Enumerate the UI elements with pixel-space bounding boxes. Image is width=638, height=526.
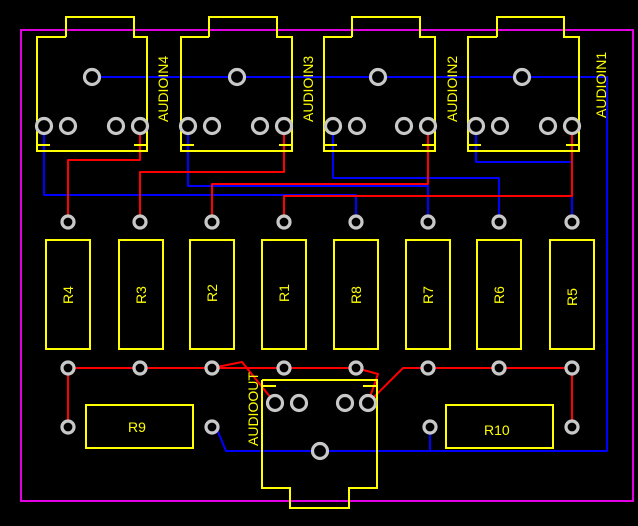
audioin2-pin-pad <box>394 116 414 136</box>
label-r5: R5 <box>564 288 580 306</box>
board-outline <box>20 29 634 502</box>
resistor-pad <box>491 360 507 376</box>
audioin1-pin-pad <box>490 116 510 136</box>
audioin1-pin-pad <box>466 116 486 136</box>
label-r7: R7 <box>420 286 436 304</box>
jack-audioin4 <box>36 16 148 152</box>
label-r8: R8 <box>348 286 364 304</box>
label-r9: R9 <box>128 419 146 435</box>
audioin4-pin-pad <box>106 116 126 136</box>
audioin1-center-pad <box>512 67 532 87</box>
resistor-pad <box>204 360 220 376</box>
jack-audioin1 <box>467 16 580 152</box>
resistor-r1-body <box>261 239 307 350</box>
audioin2-pin-pad <box>418 116 438 136</box>
resistor-r2-body <box>189 239 235 350</box>
resistor-r8-body <box>333 239 379 350</box>
audioout-pin-pad <box>289 393 309 413</box>
label-audioin1: AUDIOIN1 <box>593 52 609 118</box>
audioin3-pin-pad <box>274 116 294 136</box>
resistor-pad <box>420 214 436 230</box>
label-r4: R4 <box>60 286 76 304</box>
resistor-pad <box>348 214 364 230</box>
audioout-pin-pad <box>358 393 378 413</box>
jack-audioin2 <box>323 16 436 152</box>
label-audioin3: AUDIOIN3 <box>300 56 316 122</box>
resistor-r9-pad <box>60 419 76 435</box>
resistor-pad <box>420 360 436 376</box>
pads <box>34 67 582 461</box>
resistor-r4-body <box>45 239 91 350</box>
audioin1-pin-pad <box>538 116 558 136</box>
label-r10: R10 <box>484 422 510 438</box>
resistor-r6-body <box>476 239 522 350</box>
resistor-r9-body <box>85 404 194 449</box>
resistor-pad <box>204 214 220 230</box>
label-audioin2: AUDIOIN2 <box>444 56 460 122</box>
resistor-r10-body <box>445 404 554 449</box>
resistor-pad <box>276 214 292 230</box>
jack-audioin3 <box>180 16 293 152</box>
audioin4-pin-pad <box>58 116 78 136</box>
audioin2-pin-pad <box>323 116 343 136</box>
audioout-pin-pad <box>265 393 285 413</box>
resistor-r9-pad <box>204 419 220 435</box>
audioin3-center-pad <box>227 67 247 87</box>
audioin4-pin-pad <box>130 116 150 136</box>
resistor-pad <box>276 360 292 376</box>
jack-audioout <box>261 379 378 509</box>
label-r1: R1 <box>276 284 292 302</box>
label-r6: R6 <box>491 286 507 304</box>
resistor-pad <box>564 214 580 230</box>
label-audioout: AUDIOOUT <box>245 372 261 446</box>
audioout-pin-pad <box>335 393 355 413</box>
resistor-pad <box>348 360 364 376</box>
audioin2-center-pad <box>368 67 388 87</box>
resistor-r10-pad <box>422 419 438 435</box>
audioin4-pin-pad <box>34 116 54 136</box>
audioin2-pin-pad <box>347 116 367 136</box>
label-audioin4: AUDIOIN4 <box>155 56 171 122</box>
resistor-pad <box>132 360 148 376</box>
resistor-pad <box>132 214 148 230</box>
resistor-bodies <box>45 239 595 449</box>
audioout-center-pad <box>310 441 330 461</box>
resistor-pad <box>491 214 507 230</box>
audioin1-pin-pad <box>562 116 582 136</box>
resistor-r5-body <box>549 239 595 350</box>
label-r2: R2 <box>204 284 220 302</box>
audioin3-pin-pad <box>202 116 222 136</box>
resistor-pad <box>60 360 76 376</box>
audioin3-pin-pad <box>178 116 198 136</box>
audioin3-pin-pad <box>250 116 270 136</box>
resistor-r3-body <box>118 239 164 350</box>
resistor-r10-pad <box>564 419 580 435</box>
audioin4-center-pad <box>82 67 102 87</box>
resistor-pad <box>60 214 76 230</box>
resistor-r7-body <box>405 239 451 350</box>
label-r3: R3 <box>133 286 149 304</box>
resistor-pad <box>564 360 580 376</box>
